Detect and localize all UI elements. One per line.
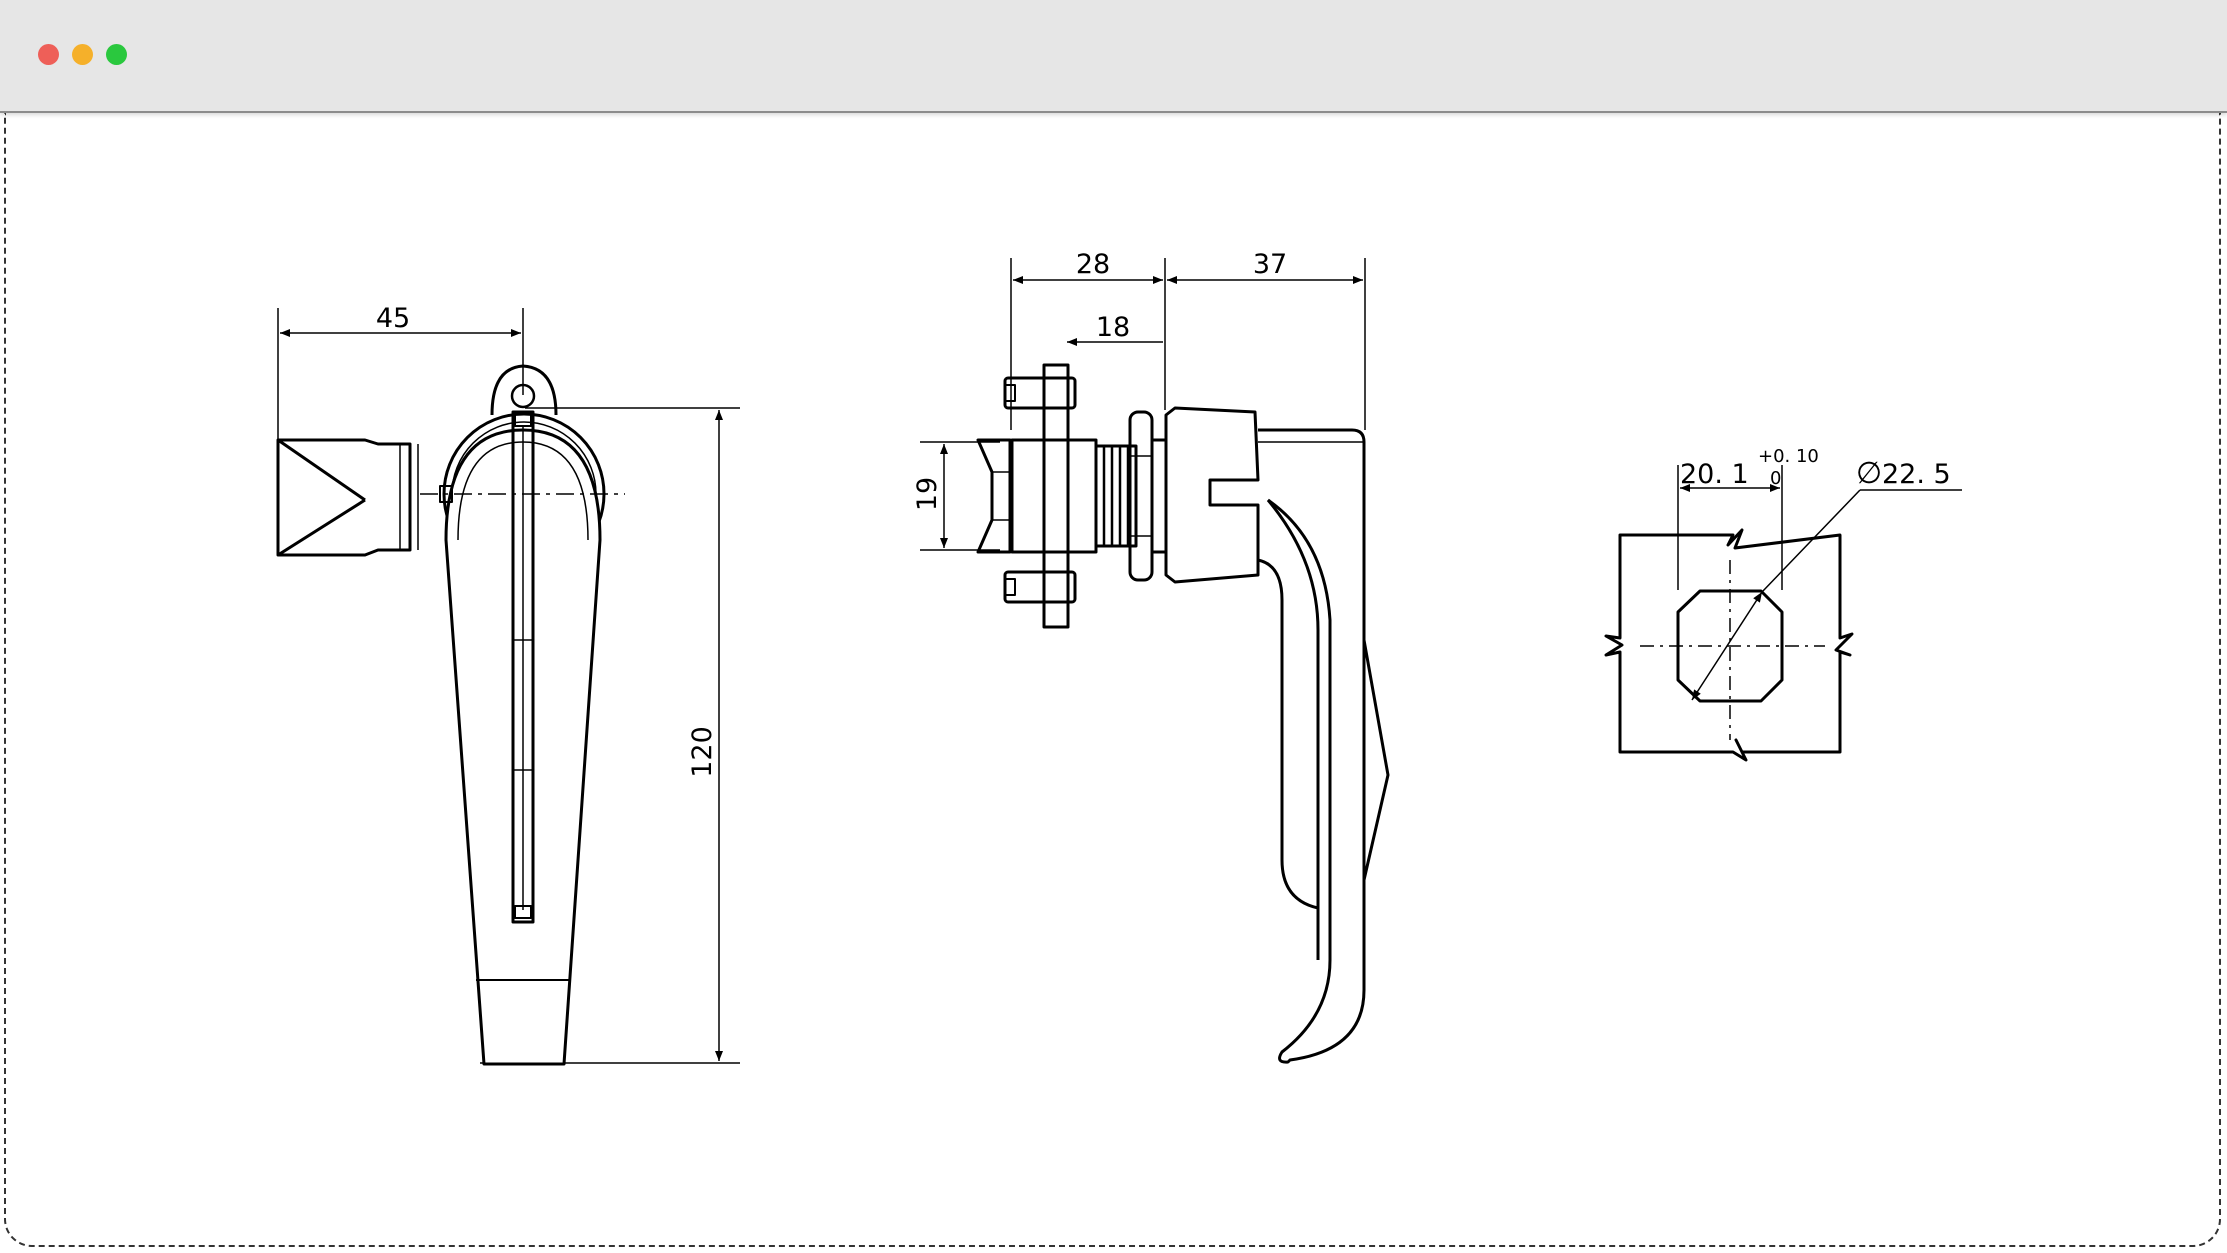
- maximize-window-button[interactable]: [106, 44, 127, 65]
- cutout-width-label: 20. 1: [1680, 459, 1749, 490]
- front-view: [276, 308, 740, 1066]
- tolerance-lower-label: 0: [1770, 468, 1781, 489]
- close-window-button[interactable]: [38, 44, 59, 65]
- tolerance-upper-label: +0. 10: [1758, 446, 1819, 467]
- side-depth-inner-label: 18: [1096, 312, 1130, 343]
- side-depth-total-label: 28: [1076, 249, 1110, 280]
- canvas-frame: [4, 113, 2221, 1247]
- side-view: [920, 258, 1390, 1064]
- side-body-height-label: 19: [912, 477, 943, 511]
- diameter-symbol: ∅: [1856, 456, 1882, 491]
- panel-cutout-view: [1604, 465, 1962, 762]
- side-handle-depth-label: 37: [1253, 249, 1287, 280]
- front-height-label: 120: [687, 726, 718, 778]
- cutout-diameter-label: 22. 5: [1882, 459, 1951, 490]
- front-width-label: 45: [376, 303, 410, 334]
- window-titlebar: [0, 0, 2227, 113]
- minimize-window-button[interactable]: [72, 44, 93, 65]
